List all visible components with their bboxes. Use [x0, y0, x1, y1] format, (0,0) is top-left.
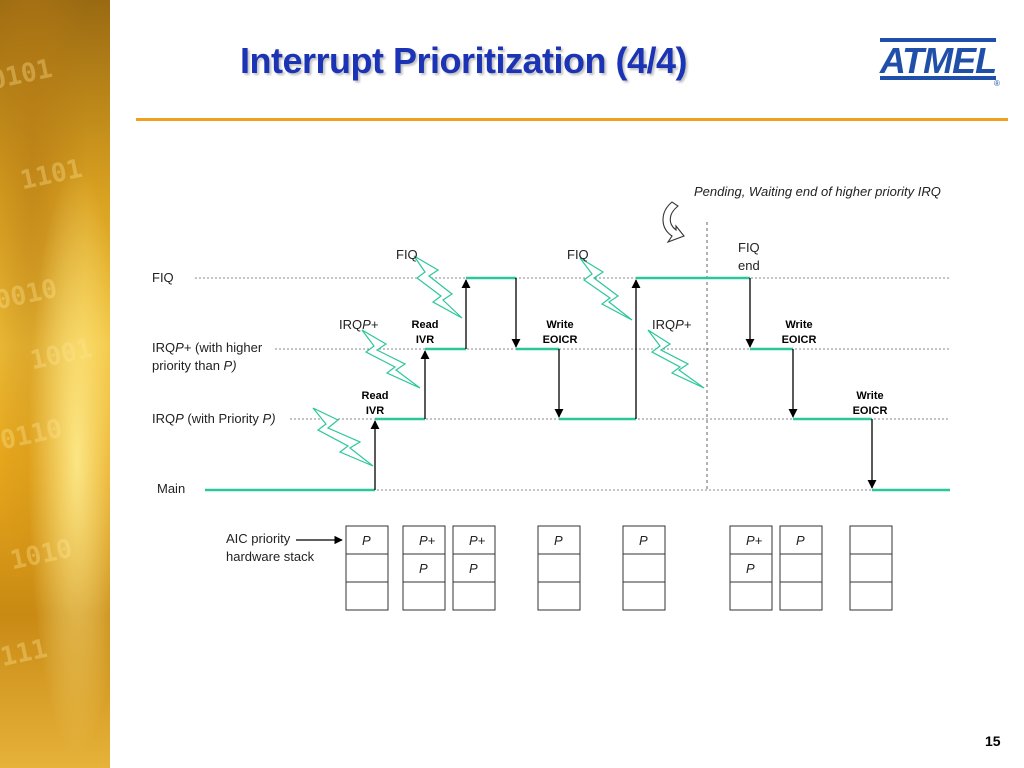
main-level-label: Main — [157, 481, 185, 496]
stack-label-2: hardware stack — [226, 549, 315, 564]
write-label-2: Write — [785, 319, 812, 331]
interrupt-bolts — [312, 255, 705, 467]
read-label: Read — [362, 390, 389, 402]
stack-cell — [402, 581, 446, 611]
stack-cell — [537, 553, 581, 583]
irqp-plus-level-label-line2: priority than P) — [152, 358, 237, 373]
level-guides — [195, 277, 950, 491]
stack-cell-value: P — [554, 533, 563, 548]
stack-column: P+ P — [729, 525, 773, 611]
stack-cell — [729, 581, 773, 611]
stack-label: AIC priority — [226, 531, 291, 546]
fiq-interrupt-label-2: FIQ — [567, 247, 589, 262]
stack-cell-value: P+ — [419, 533, 436, 548]
fiq-level-label: FIQ — [152, 270, 174, 285]
stack-cell — [537, 581, 581, 611]
irqp-plus-interrupt-label-2: IRQP+ — [652, 317, 692, 332]
stack-cell-value: P — [419, 561, 428, 576]
stack-cell — [345, 553, 389, 583]
stack-cell — [622, 581, 666, 611]
stack-column: P — [622, 525, 666, 611]
priority-stack: P P+ P P+ P P P P+ P P — [345, 525, 893, 611]
ivr-label-2: IVR — [416, 334, 434, 346]
svg-text:ATMEL: ATMEL — [879, 40, 996, 81]
irqp-level-label: IRQP (with Priority P) — [152, 411, 276, 426]
execution-trace — [205, 276, 950, 492]
fiq-end-label: FIQ — [738, 240, 760, 255]
stack-cell — [622, 553, 666, 583]
irqp-plus-level-label: IRQP+ (with higher — [152, 340, 263, 355]
lightning-icon — [579, 257, 633, 321]
fiq-end-label-2: end — [738, 258, 760, 273]
stack-cell-value: P — [469, 561, 478, 576]
svg-text:®: ® — [994, 79, 1000, 88]
stack-cell — [452, 525, 496, 555]
stack-cell-value: P+ — [469, 533, 486, 548]
atmel-logo: ATMEL ® — [879, 38, 1000, 88]
stack-cell — [779, 525, 823, 555]
irqp-plus-interrupt-label: IRQP+ — [339, 317, 379, 332]
stack-cell — [729, 525, 773, 555]
lightning-icon — [361, 329, 421, 389]
decorative-sidebar: 0101 1101 0010 1001 0110 1010 0111 — [0, 0, 110, 768]
eoicr-label: EOICR — [543, 334, 578, 346]
eoicr-label-3: EOICR — [853, 405, 888, 417]
lightning-icon — [413, 255, 463, 319]
stack-cell — [729, 553, 773, 583]
stack-column: P — [537, 525, 581, 611]
write-label: Write — [546, 319, 573, 331]
transition-arrows — [370, 278, 877, 490]
stack-cell — [849, 581, 893, 611]
stack-cell — [402, 525, 446, 555]
stack-cell-value: P — [746, 561, 755, 576]
stack-column — [849, 525, 893, 611]
ivr-label: IVR — [366, 405, 384, 417]
curved-arrow-icon — [662, 201, 685, 244]
write-label-3: Write — [856, 390, 883, 402]
fiq-interrupt-label: FIQ — [396, 247, 418, 262]
stack-column: P — [345, 525, 389, 611]
lightning-icon — [647, 329, 705, 389]
eoicr-label-2: EOICR — [782, 334, 817, 346]
stack-cell — [402, 553, 446, 583]
lightning-icon — [312, 407, 374, 467]
stack-cell-value: P+ — [746, 533, 763, 548]
stack-cell — [452, 581, 496, 611]
stack-column: P+ P — [402, 525, 446, 611]
slide-title: Interrupt Prioritization (4/4) — [240, 40, 688, 81]
read-label-2: Read — [412, 319, 439, 331]
stack-cell — [849, 553, 893, 583]
stack-cell — [779, 581, 823, 611]
stack-column: P — [779, 525, 823, 611]
stack-cell-value: P — [796, 533, 805, 548]
pending-note: Pending, Waiting end of higher priority … — [694, 184, 941, 199]
stack-cell — [345, 581, 389, 611]
stack-cell — [779, 553, 823, 583]
stack-cell-value: P — [639, 533, 648, 548]
stack-cell — [537, 525, 581, 555]
stack-cell — [849, 525, 893, 555]
page-number: 15 — [985, 733, 1001, 749]
stack-cell-value: P — [362, 533, 371, 548]
stack-column: P+ P — [452, 525, 496, 611]
title-rule — [136, 118, 1008, 121]
